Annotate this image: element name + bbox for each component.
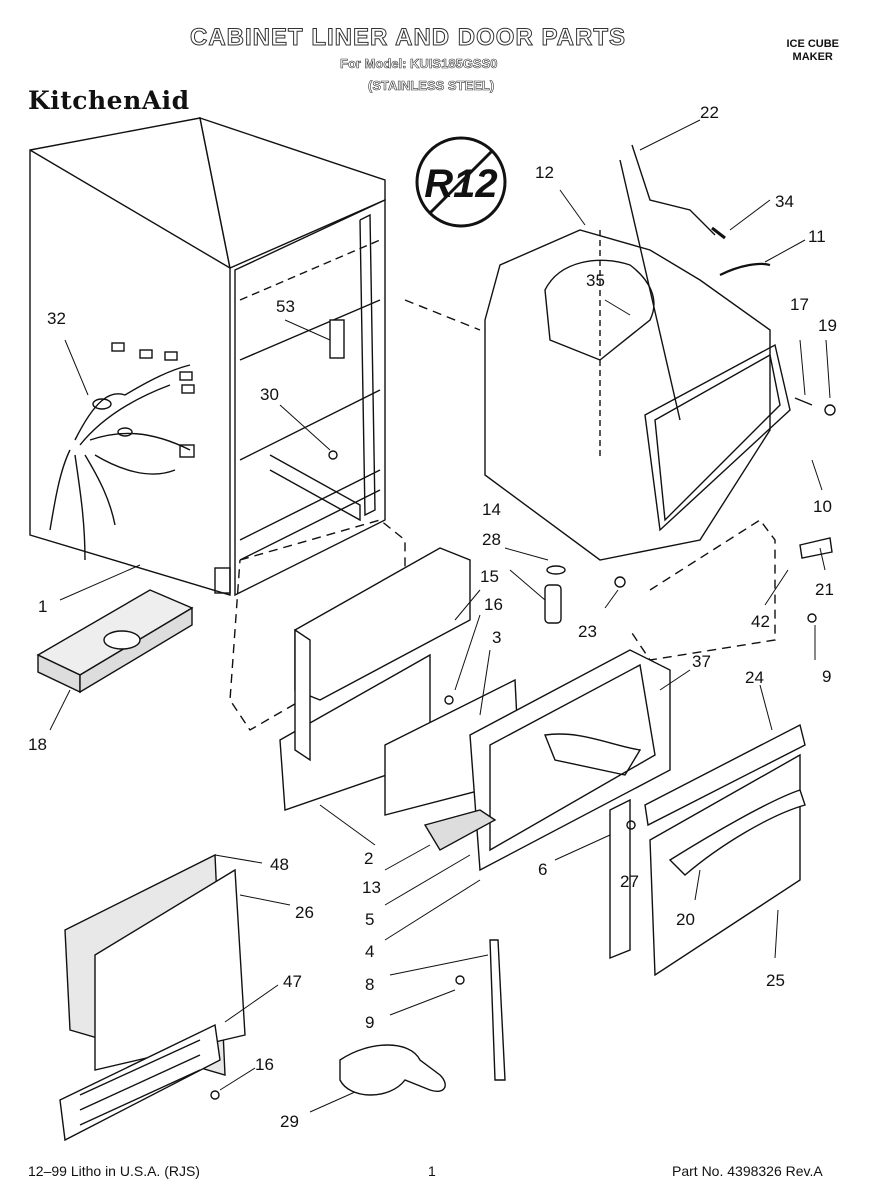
- r12-badge: R12: [415, 136, 507, 228]
- callout-9b: 9: [822, 667, 831, 686]
- footer-litho: 12–99 Litho in U.S.A. (RJS): [28, 1163, 200, 1179]
- footer-page-number: 1: [428, 1163, 436, 1179]
- callout-42: 42: [751, 612, 770, 631]
- callout-34: 34: [775, 192, 794, 211]
- callout-20: 20: [676, 910, 695, 929]
- callout-53: 53: [276, 297, 295, 316]
- callout-9a: 9: [365, 1013, 374, 1032]
- callout-26: 26: [295, 903, 314, 922]
- liner-assembly: [484, 159, 791, 561]
- callout-19: 19: [818, 316, 837, 335]
- callout-28: 28: [482, 530, 501, 549]
- leader-lines: [49, 119, 831, 1113]
- page-title: CABINET LINER AND DOOR PARTS: [190, 24, 626, 52]
- category-label: ICE CUBE MAKER: [786, 38, 839, 64]
- callout-22: 22: [700, 103, 719, 122]
- insulation-block: [36, 589, 194, 694]
- callout-12: 12: [535, 163, 554, 182]
- callout-18: 18: [28, 735, 47, 754]
- callout-48: 48: [270, 855, 289, 874]
- brand-logo: KitchenAid: [28, 86, 190, 115]
- callout-15: 15: [480, 567, 499, 586]
- cabinet-shell: [29, 116, 386, 597]
- callout-47: 47: [283, 972, 302, 991]
- callout-17: 17: [790, 295, 809, 314]
- model-line: For Model: KUIS185GSS0: [340, 56, 498, 72]
- category-line-1: ICE CUBE: [786, 38, 839, 50]
- callout-16a: 16: [484, 595, 503, 614]
- callout-29: 29: [280, 1112, 299, 1131]
- finish-line: (STAINLESS STEEL): [368, 78, 495, 94]
- callout-11: 11: [808, 227, 826, 246]
- callout-3: 3: [492, 628, 501, 647]
- callout-24: 24: [745, 668, 764, 687]
- footer-part-number: Part No. 4398326 Rev.A: [672, 1163, 823, 1179]
- callout-4: 4: [365, 942, 374, 961]
- callout-23: 23: [578, 622, 597, 641]
- callout-2: 2: [364, 849, 373, 868]
- callout-labels: 32 53 30 1 18 15 16 3 2 13 5 4 8 9 6 27 …: [28, 103, 837, 1131]
- wiring-harness: [49, 342, 195, 561]
- callout-5: 5: [365, 910, 374, 929]
- callout-1: 1: [38, 597, 47, 616]
- callout-16b: 16: [255, 1055, 274, 1074]
- callout-10: 10: [813, 497, 832, 516]
- callout-25: 25: [766, 971, 785, 990]
- callout-32: 32: [47, 309, 66, 328]
- drain-tube: [719, 262, 771, 276]
- callout-27: 27: [620, 872, 639, 891]
- callout-30: 30: [260, 385, 279, 404]
- callout-13: 13: [362, 878, 381, 897]
- callout-6: 6: [538, 860, 547, 879]
- callout-35: 35: [586, 271, 605, 290]
- category-line-2: MAKER: [792, 51, 833, 63]
- callout-14: 14: [482, 500, 501, 519]
- callout-37: 37: [692, 652, 711, 671]
- callout-8: 8: [365, 975, 374, 994]
- refrigerant-tube: [631, 144, 716, 236]
- callout-21: 21: [815, 580, 834, 599]
